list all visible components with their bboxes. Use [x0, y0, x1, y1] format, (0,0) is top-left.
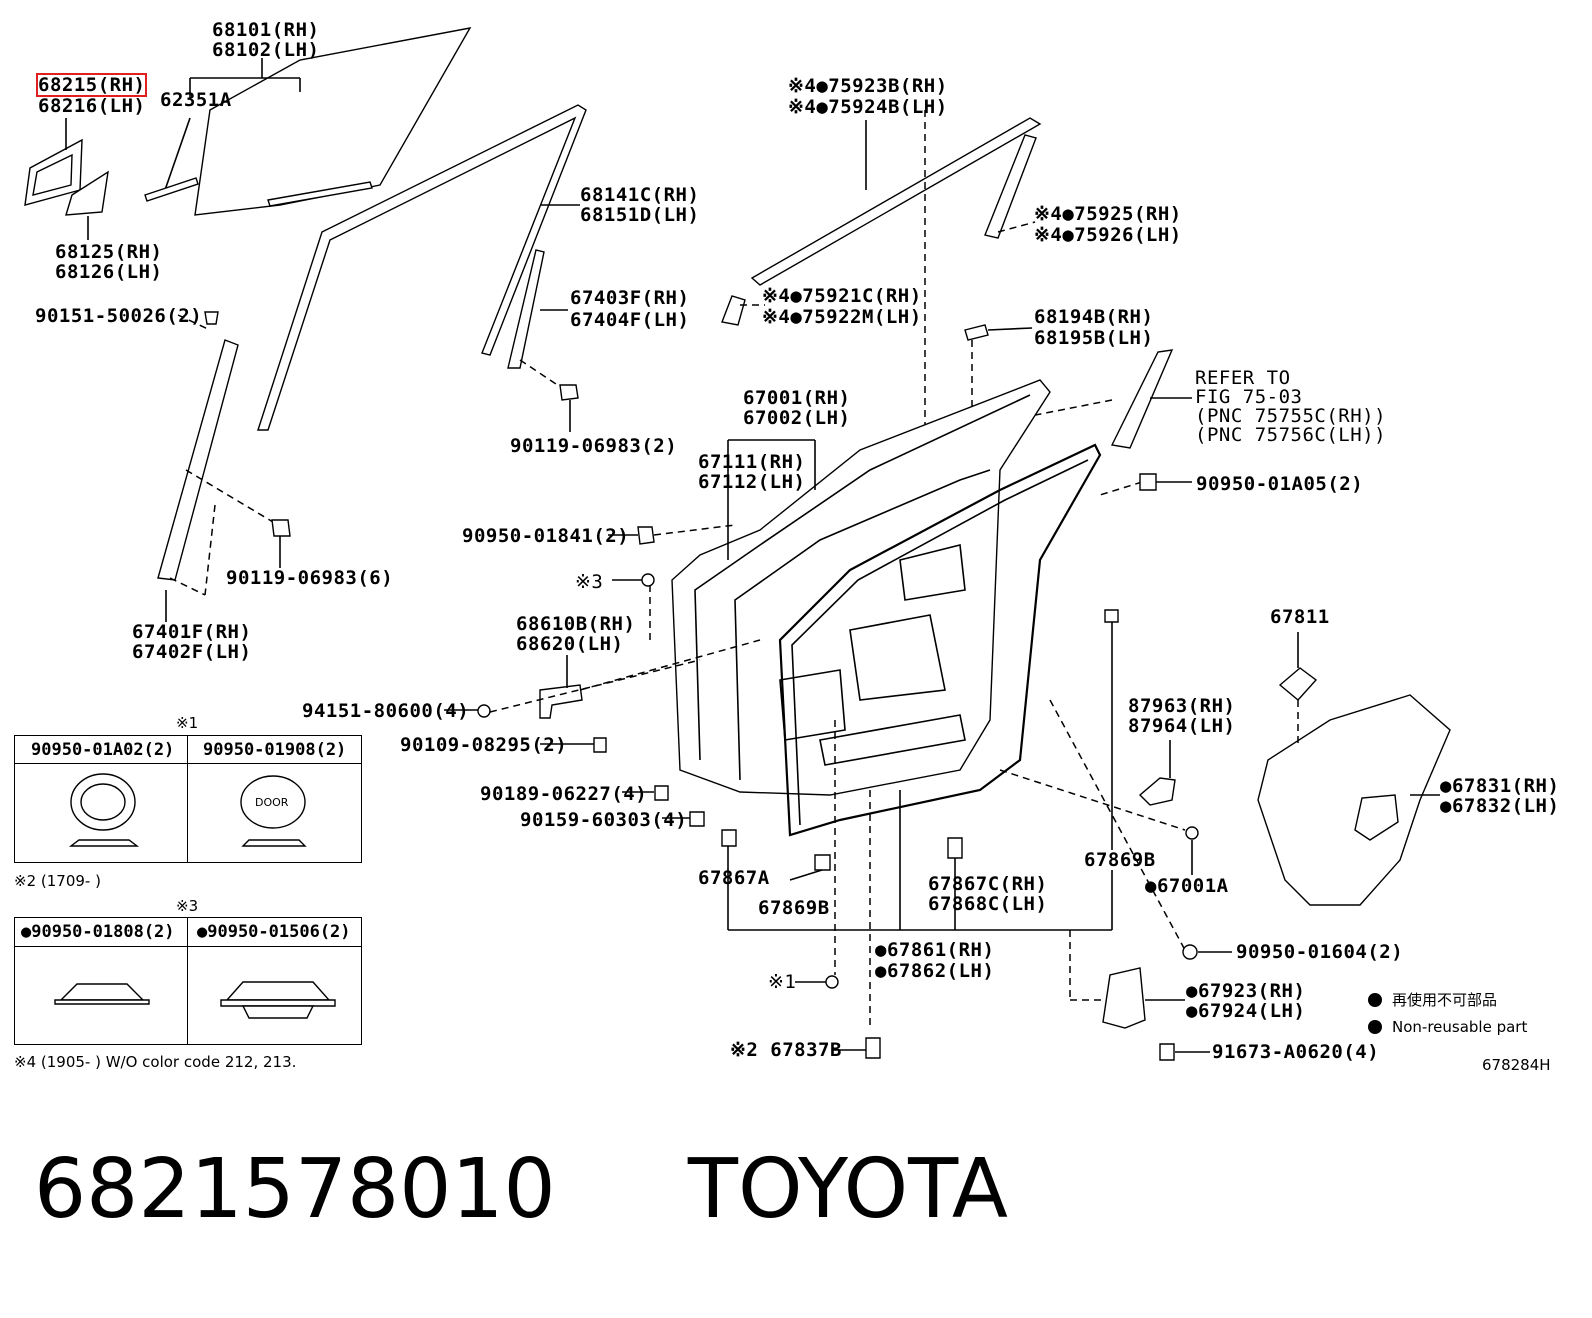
refer-line-3: (PNC 75755C(RH)): [1195, 405, 1387, 427]
label-67811: 67811: [1270, 606, 1330, 628]
label-67867a: 67867A: [698, 867, 770, 889]
table1: 90950-01A02(2) 90950-01908(2) DOOR: [14, 735, 362, 863]
label-67111: 67111(RH): [698, 451, 806, 473]
table1-col2: 90950-01908(2): [203, 740, 347, 760]
table2-mark: ※3: [176, 897, 199, 915]
footer-brand: TOYOTA: [687, 1142, 1008, 1237]
label-67402f: 67402F(LH): [132, 641, 252, 663]
label-94151: 94151-80600(4): [302, 700, 470, 722]
label-67869b-left: 67869B: [758, 897, 830, 919]
table1-col1: 90950-01A02(2): [31, 740, 175, 760]
legend-jp: 再使用不可部品: [1392, 991, 1498, 1009]
label-67867c: 67867C(RH): [928, 873, 1048, 895]
table1-mark: ※1: [176, 714, 199, 732]
legend-en: Non-reusable part: [1392, 1018, 1528, 1036]
label-90950-01604: 90950-01604(2): [1236, 941, 1404, 963]
label-90119-6: 90119-06983(6): [226, 567, 394, 589]
label-68141c: 68141C(RH): [580, 184, 700, 206]
label-67868c: 67868C(LH): [928, 893, 1048, 915]
label-67001a: ●67001A: [1145, 875, 1229, 897]
label-68126: 68126(LH): [55, 261, 163, 283]
label-90950-01841: 90950-01841(2): [462, 525, 630, 547]
label-75923b: ※4●75923B(RH): [788, 75, 948, 97]
figure-id: 678284H: [1482, 1056, 1551, 1074]
label-68101: 68101(RH): [212, 19, 320, 41]
quarter-glass-68125: [65, 170, 109, 216]
hinge: [539, 684, 583, 719]
label-68125: 68125(RH): [55, 241, 163, 263]
label-90950-01a05: 90950-01A05(2): [1196, 473, 1364, 495]
label-75922m: ※4●75922M(LH): [762, 306, 922, 328]
table2-drawings: [54, 981, 336, 1019]
label-mark-3: ※3: [575, 571, 604, 593]
refer-line-2: FIG 75-03: [1195, 386, 1303, 408]
label-90151: 90151-50026(2): [35, 305, 203, 327]
weatherstrip: [778, 443, 1102, 837]
label-68620: 68620(LH): [516, 633, 624, 655]
label-75921c: ※4●75921C(RH): [762, 285, 922, 307]
label-62351a: 62351A: [160, 89, 232, 111]
door-plug-text: DOOR: [255, 796, 289, 809]
label-68195b: 68195B(LH): [1034, 327, 1154, 349]
label-67832: ●67832(LH): [1440, 795, 1560, 817]
label-67862: ●67862(LH): [875, 960, 995, 982]
label-68151d: 68151D(LH): [580, 204, 700, 226]
door-lock: [1102, 967, 1146, 1029]
footer-part-number: 6821578010: [34, 1142, 556, 1237]
label-67403f: 67403F(RH): [570, 287, 690, 309]
refer-line-1: REFER TO: [1195, 367, 1291, 389]
legend-bullet-en: [1368, 1020, 1382, 1034]
label-87963: 87963(RH): [1128, 695, 1236, 717]
door-shell: [671, 379, 1051, 796]
label-67837b: ※2 67837B: [730, 1039, 842, 1061]
label-67831: ●67831(RH): [1440, 775, 1560, 797]
label-68610b: 68610B(RH): [516, 613, 636, 635]
label-67401f: 67401F(RH): [132, 621, 252, 643]
door-trim-board: [1257, 694, 1451, 906]
label-68216: 68216(LH): [38, 95, 146, 117]
label-68102: 68102(LH): [212, 39, 320, 61]
label-75926: ※4●75926(LH): [1034, 224, 1182, 246]
label-90109: 90109-08295(2): [400, 734, 568, 756]
label-67869b-right: 67869B: [1084, 849, 1156, 871]
run-channel: [257, 104, 587, 431]
label-67002: 67002(LH): [743, 407, 851, 429]
label-67923: ●67923(RH): [1186, 980, 1306, 1002]
belt-molding: [750, 117, 1042, 286]
label-75924b: ※4●75924B(LH): [788, 96, 948, 118]
label-67112: 67112(LH): [698, 471, 806, 493]
label-91673: 91673-A0620(4): [1212, 1041, 1380, 1063]
refer-line-4: (PNC 75756C(LH)): [1195, 424, 1387, 446]
door-glass: [194, 27, 472, 216]
label-67861: ●67861(RH): [875, 939, 995, 961]
table2: ●90950-01808(2) ●90950-01506(2): [14, 917, 362, 1045]
label-67404f: 67404F(LH): [570, 309, 690, 331]
label-67924: ●67924(LH): [1186, 1000, 1306, 1022]
legend-bullet-jp: [1368, 993, 1382, 1007]
table2-note: ※4 (1905- ) W/O color code 212, 213.: [14, 1053, 297, 1071]
table2-col2: ●90950-01506(2): [197, 922, 351, 942]
label-67001: 67001(RH): [743, 387, 851, 409]
table1-drawings: [68, 773, 307, 847]
label-90189: 90189-06227(4): [480, 783, 648, 805]
label-68194b: 68194B(RH): [1034, 306, 1154, 328]
table2-col1: ●90950-01808(2): [21, 922, 175, 942]
footer-caption: 6821578010 TOYOTA: [34, 1140, 1008, 1240]
table1-note: ※2 (1709- ): [14, 872, 101, 890]
label-90159: 90159-60303(4): [520, 809, 688, 831]
label-68215-highlighted[interactable]: 68215(RH): [35, 73, 148, 97]
lower-channel: [157, 339, 239, 581]
label-75925: ※4●75925(RH): [1034, 203, 1182, 225]
label-87964: 87964(LH): [1128, 715, 1236, 737]
label-90119-2: 90119-06983(2): [510, 435, 678, 457]
label-mark-1: ※1: [768, 971, 797, 993]
